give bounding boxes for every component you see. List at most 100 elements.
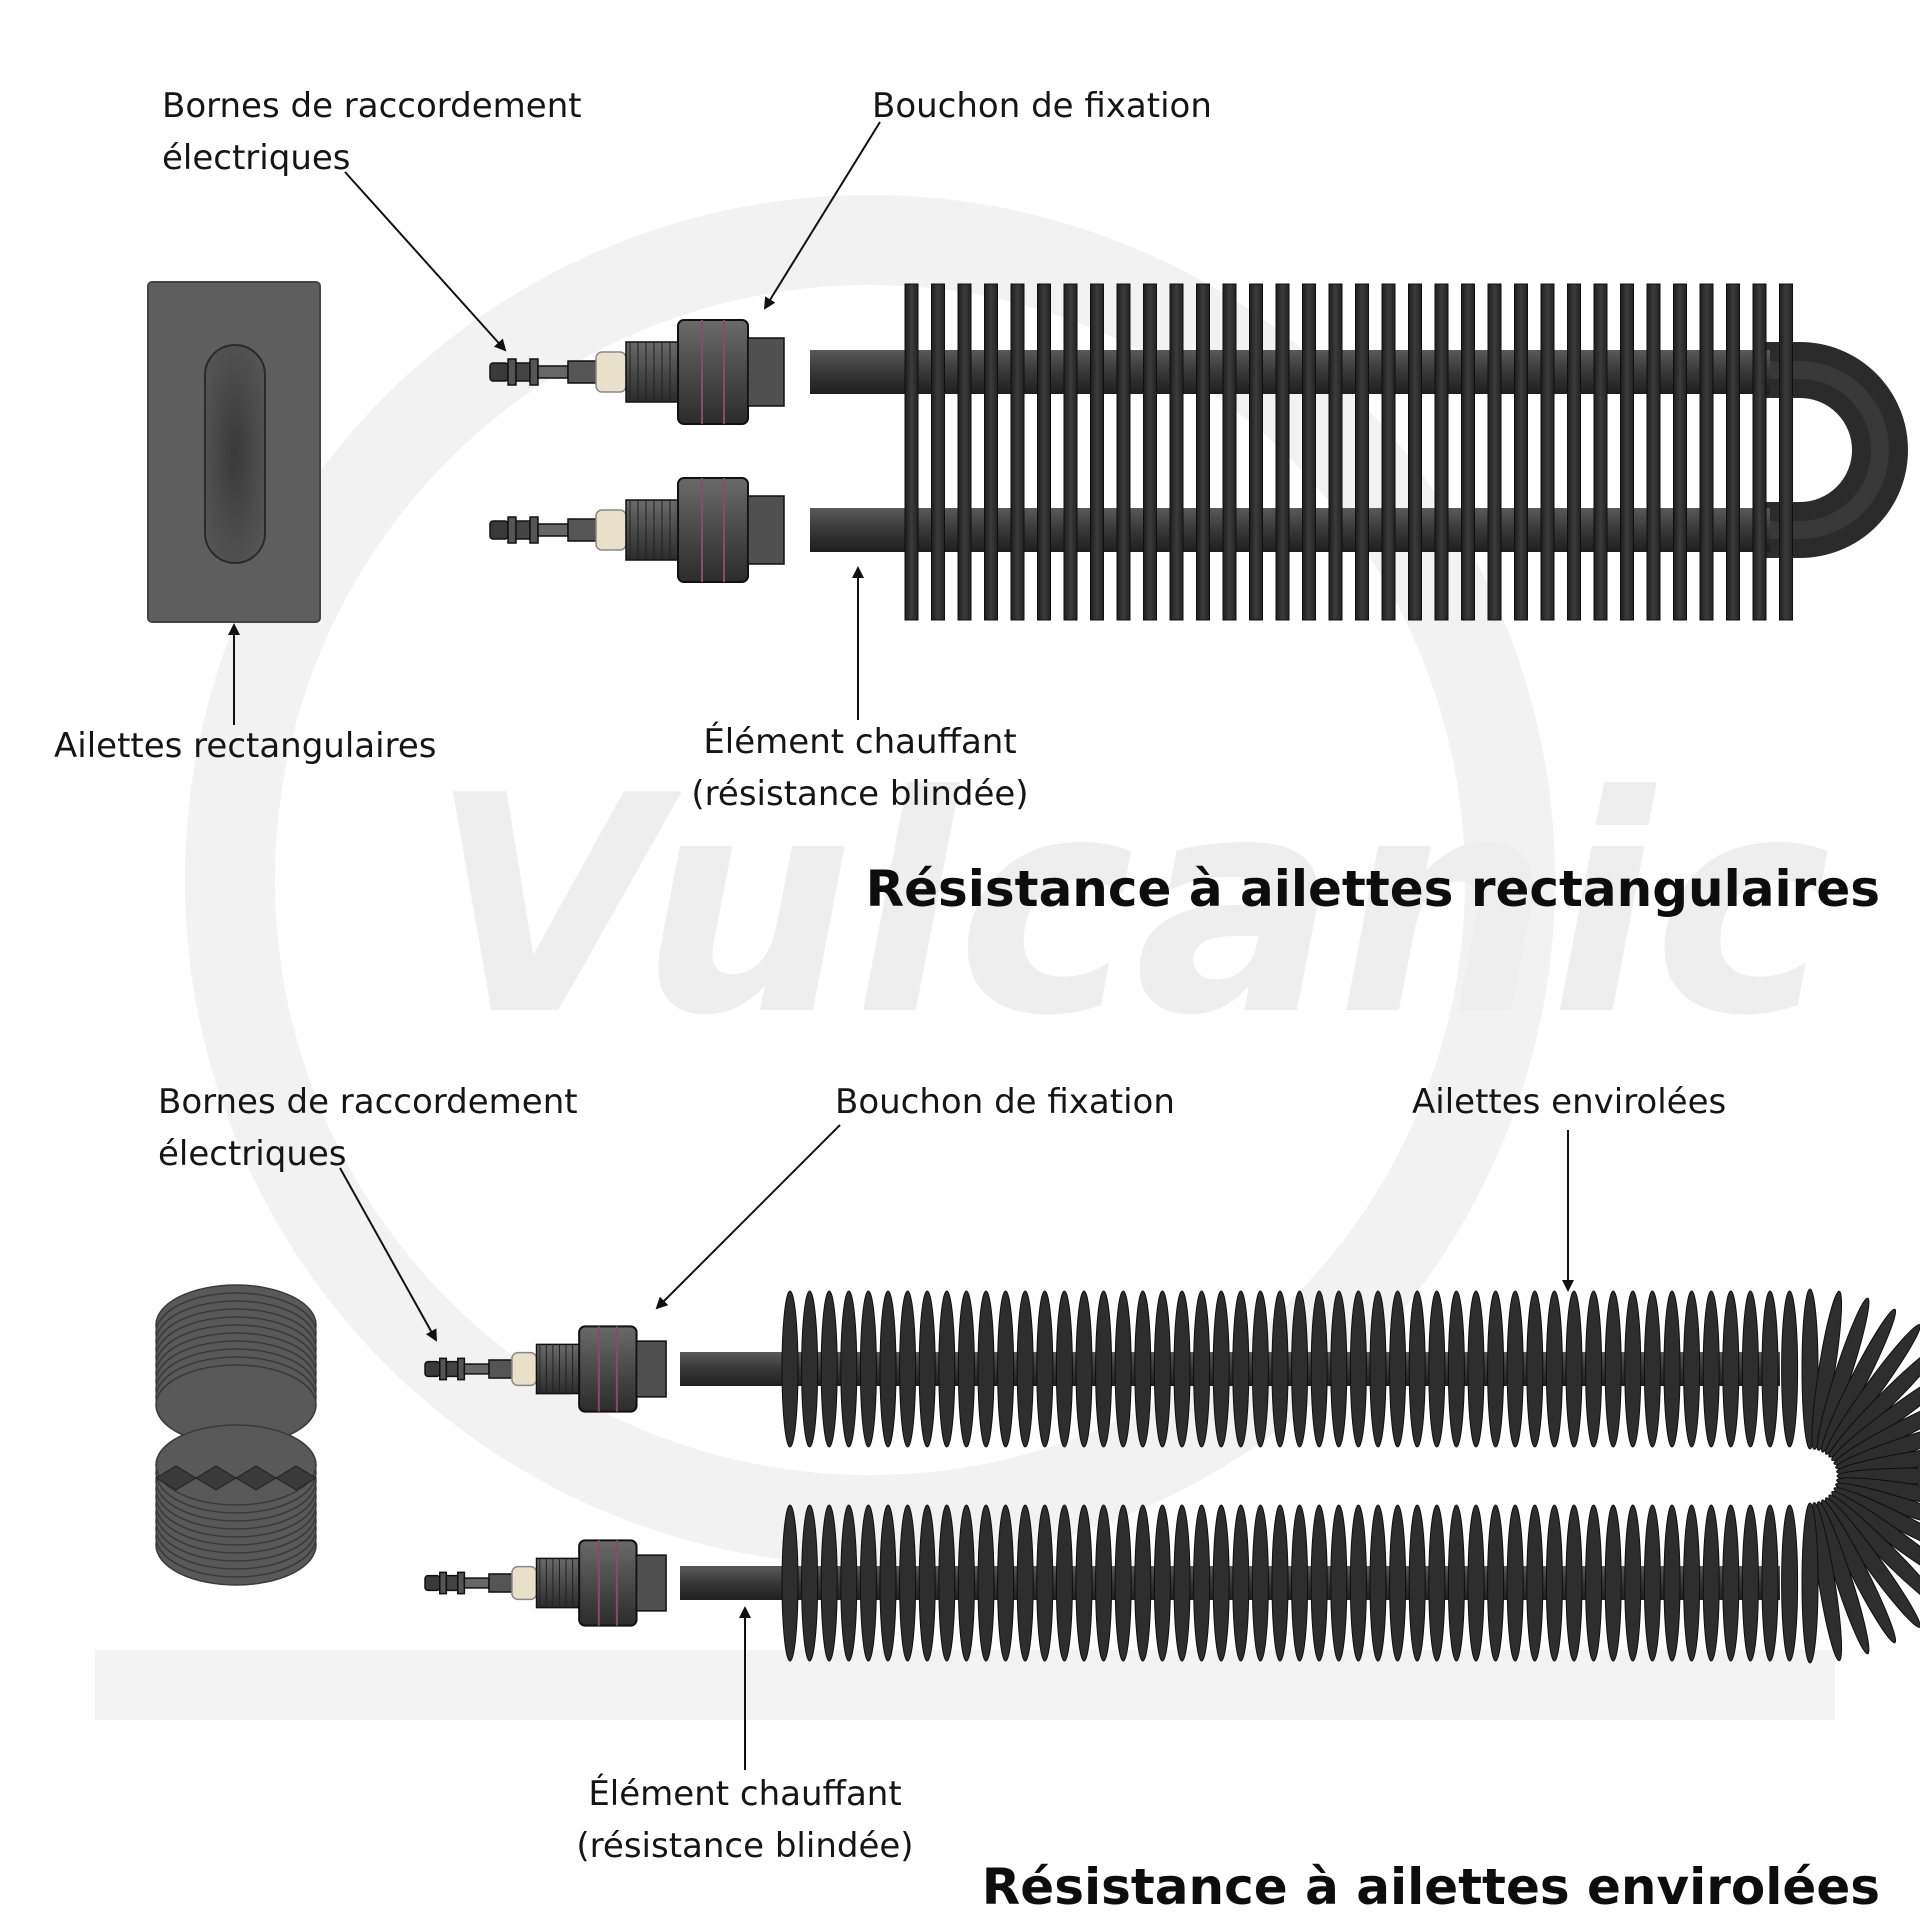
rectangular-fins	[904, 283, 1793, 621]
spiral-fin	[1833, 1487, 1920, 1563]
spiral-fin	[1585, 1290, 1603, 1448]
spiral-fin	[1408, 1504, 1426, 1662]
spiral-fin	[1761, 1290, 1779, 1448]
spiral-fin	[1428, 1290, 1446, 1448]
spiral-fin	[1663, 1290, 1681, 1448]
label-spiral-element: Élément chauffant (résistance blindée)	[540, 1768, 950, 1872]
leader-spiral-bornes	[339, 1167, 437, 1342]
title-spiral: Résistance à ailettes envirolées	[981, 1858, 1880, 1916]
spiral-fin	[1271, 1290, 1289, 1448]
spiral-fin	[1173, 1290, 1191, 1448]
rectangular-fin	[1726, 283, 1740, 621]
rectangular-fin	[1540, 283, 1555, 621]
spiral-connector-top	[424, 1325, 667, 1413]
spiral-connector-bottom	[424, 1539, 667, 1627]
spiral-fin	[1811, 1502, 1843, 1662]
label-spiral-bornes-line1: Bornes de raccordement	[158, 1082, 578, 1122]
spiral-fin	[1624, 1504, 1642, 1662]
spiral-fin	[1506, 1290, 1524, 1448]
spiral-fin	[1604, 1504, 1622, 1662]
spiral-fin	[1055, 1504, 1073, 1662]
spiral-fin	[1565, 1290, 1583, 1448]
spiral-fin	[859, 1504, 877, 1662]
spiral-fin	[1212, 1290, 1230, 1448]
spiral-fin	[1821, 1308, 1897, 1453]
rectangular-fin	[1434, 283, 1449, 621]
spiral-fin	[1193, 1290, 1211, 1448]
spiral-fin	[1781, 1504, 1799, 1662]
rectangular-fin	[1567, 283, 1581, 621]
spiral-fin	[1643, 1504, 1661, 1662]
spiral-fin	[1349, 1504, 1367, 1662]
spiral-fin	[1036, 1504, 1054, 1662]
label-spiral-ailettes-text: Ailettes envirolées	[1412, 1082, 1727, 1122]
spiral-fin	[1173, 1504, 1191, 1662]
spiral-fin	[1232, 1290, 1250, 1448]
label-rect-element-line1: Élément chauffant	[703, 722, 1017, 762]
spiral-fin	[1212, 1504, 1230, 1662]
spiral-fin	[1836, 1477, 1920, 1509]
spiral-fin	[1833, 1389, 1920, 1465]
spiral-fin	[1447, 1290, 1465, 1448]
spiral-fin	[1153, 1504, 1171, 1662]
spiral-fin	[1095, 1504, 1113, 1662]
spiral-fin	[957, 1504, 975, 1662]
spiral-fin	[1836, 1443, 1920, 1475]
rectangular-fin-end-view	[147, 281, 321, 623]
label-spiral-bornes: Bornes de raccordement électriques	[158, 1076, 578, 1180]
spiral-fin	[1835, 1416, 1920, 1470]
spiral-fin	[977, 1504, 995, 1662]
spiral-fin	[801, 1290, 819, 1448]
spiral-fin	[1271, 1504, 1289, 1662]
spiral-fin	[1153, 1290, 1171, 1448]
rectangular-connector-top	[489, 319, 785, 425]
label-rect-ailettes: Ailettes rectangulaires	[54, 720, 436, 772]
spiral-fin	[879, 1504, 897, 1662]
label-spiral-bouchon: Bouchon de fixation	[835, 1076, 1175, 1128]
spiral-fin	[1828, 1494, 1920, 1610]
rectangular-fin	[1646, 283, 1661, 621]
spiral-fin	[1487, 1504, 1505, 1662]
spiral-fin	[1467, 1290, 1485, 1448]
spiral-fin	[1095, 1290, 1113, 1448]
leader-spiral-bouchon	[655, 1124, 841, 1310]
spiral-fin	[1075, 1290, 1093, 1448]
spiral-fin	[957, 1290, 975, 1448]
label-rect-element-line2: (résistance blindée)	[691, 774, 1029, 814]
spiral-fin	[840, 1504, 858, 1662]
rectangular-fin	[1620, 283, 1634, 621]
rectangular-fin	[1673, 283, 1687, 621]
spiral-fin	[1349, 1290, 1367, 1448]
spiral-fin	[1801, 1502, 1819, 1664]
spiral-fin	[1251, 1290, 1269, 1448]
spiral-fin	[781, 1290, 799, 1448]
label-rect-bornes-line2: électriques	[162, 138, 351, 178]
spiral-fin	[1487, 1290, 1505, 1448]
spiral-fin	[1545, 1290, 1563, 1448]
spiral-fin	[1408, 1290, 1426, 1448]
spiral-fin	[1624, 1290, 1642, 1448]
spiral-fin	[997, 1504, 1015, 1662]
spiral-fin	[820, 1290, 838, 1448]
spiral-fin	[1447, 1504, 1465, 1662]
rectangular-connector-bottom	[489, 477, 785, 583]
spiral-fin	[781, 1504, 799, 1662]
spiral-fin	[801, 1504, 819, 1662]
spiral-fin	[1643, 1290, 1661, 1448]
label-rect-bornes-line1: Bornes de raccordement	[162, 86, 582, 126]
spiral-fin	[1741, 1290, 1759, 1448]
spiral-fin	[1828, 1342, 1920, 1458]
title-rectangular: Résistance à ailettes rectangulaires	[865, 860, 1880, 918]
spiral-fin	[1134, 1504, 1152, 1662]
spiral-fin	[1016, 1504, 1034, 1662]
spiral-fin	[1114, 1290, 1132, 1448]
watermark-text: Vulcanic	[430, 732, 1832, 1081]
spiral-fin	[1702, 1504, 1720, 1662]
rectangular-fin	[1408, 283, 1422, 621]
spiral-fin	[1683, 1290, 1701, 1448]
rectangular-fin	[904, 283, 919, 621]
spiral-fin	[1816, 1501, 1870, 1655]
rectangular-fin	[1487, 283, 1502, 621]
spiral-fin	[977, 1290, 995, 1448]
